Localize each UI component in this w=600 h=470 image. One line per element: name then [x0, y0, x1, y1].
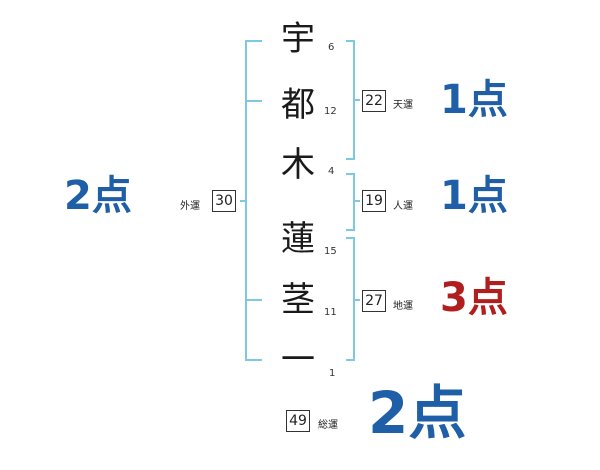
souun-value: 49: [286, 410, 310, 432]
jinun-bracket: [346, 173, 360, 231]
gaiun-value: 30: [212, 190, 236, 212]
stroke-count-3: 4: [328, 166, 335, 177]
name-char-5: 茎: [281, 280, 315, 320]
gaiun-label: 外運: [180, 201, 200, 212]
tenun-bracket: [346, 40, 360, 160]
jinun-score: 1点: [440, 173, 508, 219]
chiun-bracket: [346, 237, 360, 361]
name-char-4: 蓮: [281, 219, 315, 259]
jinun-value: 19: [362, 190, 386, 212]
jinun-label: 人運: [393, 201, 413, 212]
stroke-count-4: 15: [324, 246, 337, 257]
chiun-value: 27: [362, 290, 386, 312]
name-char-1: 宇: [281, 19, 315, 59]
name-char-2: 都: [281, 85, 315, 125]
name-char-6: 一: [281, 340, 315, 380]
tenun-value: 22: [362, 90, 386, 112]
chiun-score: 3点: [440, 275, 508, 321]
souun-score: 2点: [368, 379, 467, 447]
tenun-label: 天運: [393, 100, 413, 111]
stroke-count-6: 1: [329, 368, 336, 379]
gaiun-score: 2点: [64, 173, 132, 219]
stroke-count-2: 12: [324, 106, 337, 117]
chiun-label: 地運: [393, 301, 413, 312]
souun-label: 総運: [318, 420, 338, 431]
stroke-count-5: 11: [324, 307, 337, 318]
stroke-count-1: 6: [328, 42, 335, 53]
name-char-3: 木: [281, 145, 315, 185]
outer-bracket: [240, 40, 262, 361]
tenun-score: 1点: [440, 77, 508, 123]
